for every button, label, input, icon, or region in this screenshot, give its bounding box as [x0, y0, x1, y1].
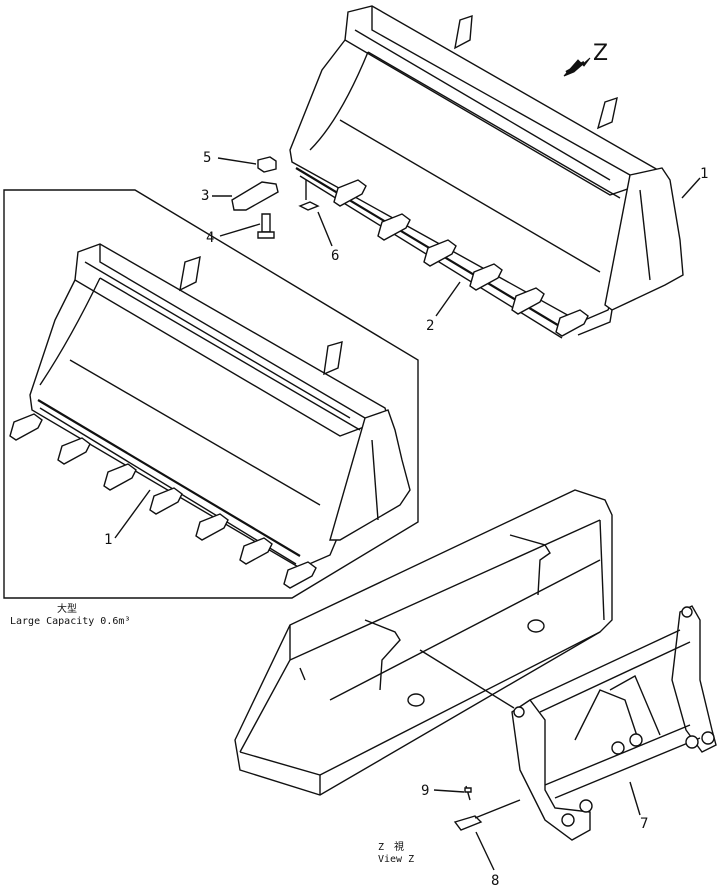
leader-part9: [433, 789, 465, 793]
leader-lines-top: [212, 157, 701, 317]
label-part9: 9: [421, 783, 429, 799]
view-z-jp-label: Z 視: [378, 840, 404, 853]
label-part6: 6: [331, 248, 339, 264]
view-z-arrow: Z: [563, 41, 608, 77]
view-z-bucket: [234, 489, 613, 796]
large-capacity-frame: [3, 189, 419, 599]
quick-coupler-part-7: [419, 605, 717, 841]
label-part1-box: 1: [104, 532, 112, 548]
large-capacity-teeth: [9, 413, 317, 589]
pin-parts: [453, 785, 521, 831]
leader-part8: [475, 831, 495, 871]
label-part8: 8: [491, 873, 499, 889]
exploded-tooth-parts: [231, 156, 320, 239]
standard-bucket: [289, 5, 684, 339]
label-part7: 7: [640, 816, 648, 832]
leader-part7: [629, 781, 641, 816]
large-capacity-bucket: [29, 243, 411, 569]
view-z-label: View Z: [378, 854, 414, 865]
label-part5: 5: [203, 150, 211, 166]
z-arrow-label: Z: [593, 41, 608, 66]
label-part3: 3: [201, 188, 209, 204]
large-capacity-jp-label: 大型: [57, 602, 77, 615]
standard-bucket-teeth: [333, 179, 589, 337]
large-capacity-label: Large Capacity 0.6m³: [10, 616, 130, 627]
pin-part-8: [453, 815, 483, 831]
tooth-part-3: [231, 181, 279, 211]
nut-part-5: [257, 156, 277, 173]
label-part4: 4: [206, 230, 214, 246]
label-part1-top: 1: [700, 166, 708, 182]
bolt-part-4: [261, 213, 271, 233]
leader-part1-box: [114, 489, 151, 539]
label-part2: 2: [426, 318, 434, 334]
washer-part-6: [298, 201, 320, 211]
